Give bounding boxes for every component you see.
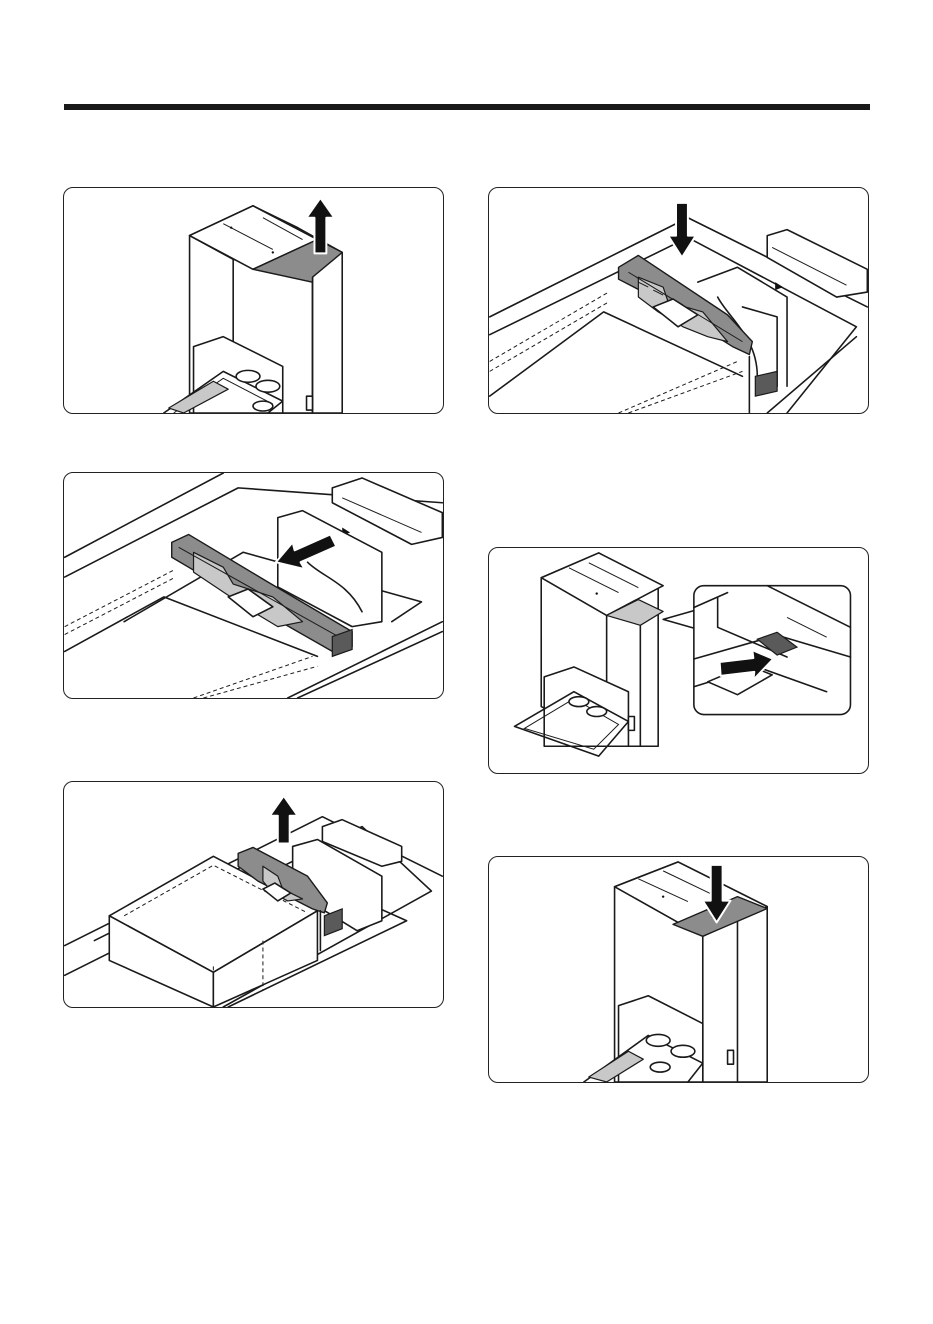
detail-inset <box>694 586 851 715</box>
slide-filter-illustration <box>64 473 443 698</box>
figure-insert-filter <box>488 187 869 414</box>
figure-remove-bag <box>63 781 444 1008</box>
arrow-up-icon <box>270 796 298 844</box>
figure-slide-filter <box>63 472 444 699</box>
check-filter-illustration <box>489 548 868 773</box>
header-rule <box>64 104 870 110</box>
remove-bag-illustration <box>64 782 443 1007</box>
close-lid-illustration <box>489 857 868 1082</box>
arrow-down-icon <box>668 203 696 258</box>
figure-check-filter <box>488 547 869 774</box>
figure-open-lid <box>63 187 444 414</box>
filter-holder <box>619 255 753 354</box>
open-lid-illustration <box>64 188 443 413</box>
figure-close-lid <box>488 856 869 1083</box>
insert-filter-illustration <box>489 188 868 413</box>
